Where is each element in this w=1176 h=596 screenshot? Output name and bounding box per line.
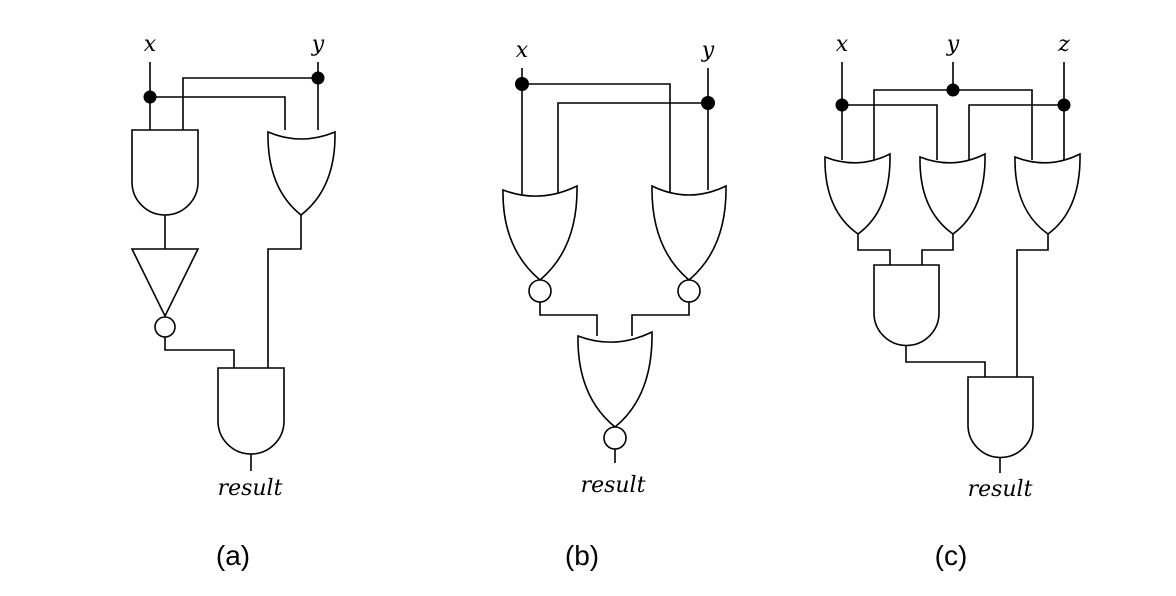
final-and-gate: [217, 367, 285, 455]
wire-not-to-and: [164, 337, 235, 368]
wire-or3-to-final: [1016, 234, 1049, 377]
caption-b: (b): [565, 540, 599, 571]
panel-b: x y result (b): [502, 38, 727, 571]
or-gate-xz: [919, 152, 986, 235]
panel-c: x y z result (c): [824, 32, 1081, 571]
or-gate-xy: [824, 152, 891, 235]
input-y-label: y: [311, 32, 325, 57]
and-gate-middle: [873, 264, 940, 347]
junction-y: [311, 71, 325, 85]
wire-x-bus: [842, 104, 938, 160]
nor-right-bubble: [677, 279, 701, 303]
panel-a: x y result (a): [130, 32, 336, 571]
input-y-label: y: [701, 38, 715, 63]
input-x-label: x: [144, 32, 157, 57]
input-z-label: z: [1057, 32, 1070, 57]
result-label: result: [218, 476, 283, 501]
wire-or1-to-and: [857, 234, 891, 265]
wire-x-to-nor-right: [522, 83, 671, 194]
wire-and-to-final: [905, 346, 986, 377]
not-gate: [130, 248, 200, 318]
wire-y-bus: [873, 89, 1033, 160]
nor-final-bubble: [603, 426, 627, 450]
caption-c: (c): [935, 540, 968, 571]
junction-x: [835, 98, 849, 112]
caption-a: (a): [216, 540, 250, 571]
wire-y-to-nor-left: [557, 102, 708, 194]
nor-left-bubble: [528, 279, 552, 303]
and-gate: [131, 129, 199, 216]
junction-x: [143, 90, 157, 104]
or-gate: [267, 130, 336, 217]
wire-x-to-or: [150, 96, 286, 130]
junction-y: [701, 96, 715, 110]
wire-y-to-and: [182, 77, 318, 130]
junction-y: [946, 83, 960, 97]
or-gate-yz: [1014, 152, 1081, 235]
input-x-label: x: [516, 38, 529, 63]
input-x-label: x: [836, 32, 849, 57]
nor-gate-left: [502, 184, 578, 282]
wire-or-to-and: [267, 215, 302, 368]
wire-or2-to-and: [921, 234, 954, 265]
nor-gate-final: [577, 330, 653, 429]
final-and-gate: [967, 376, 1034, 459]
wire-right-to-final: [631, 302, 690, 336]
not-bubble: [154, 316, 176, 338]
result-label: result: [968, 477, 1033, 502]
input-y-label: y: [946, 32, 960, 57]
junction-x: [515, 77, 529, 91]
wire-left-to-final: [539, 302, 598, 336]
nor-gate-right: [651, 184, 727, 282]
result-label: result: [581, 473, 646, 498]
wire-z-bus: [968, 104, 1064, 160]
junction-z: [1057, 98, 1071, 112]
